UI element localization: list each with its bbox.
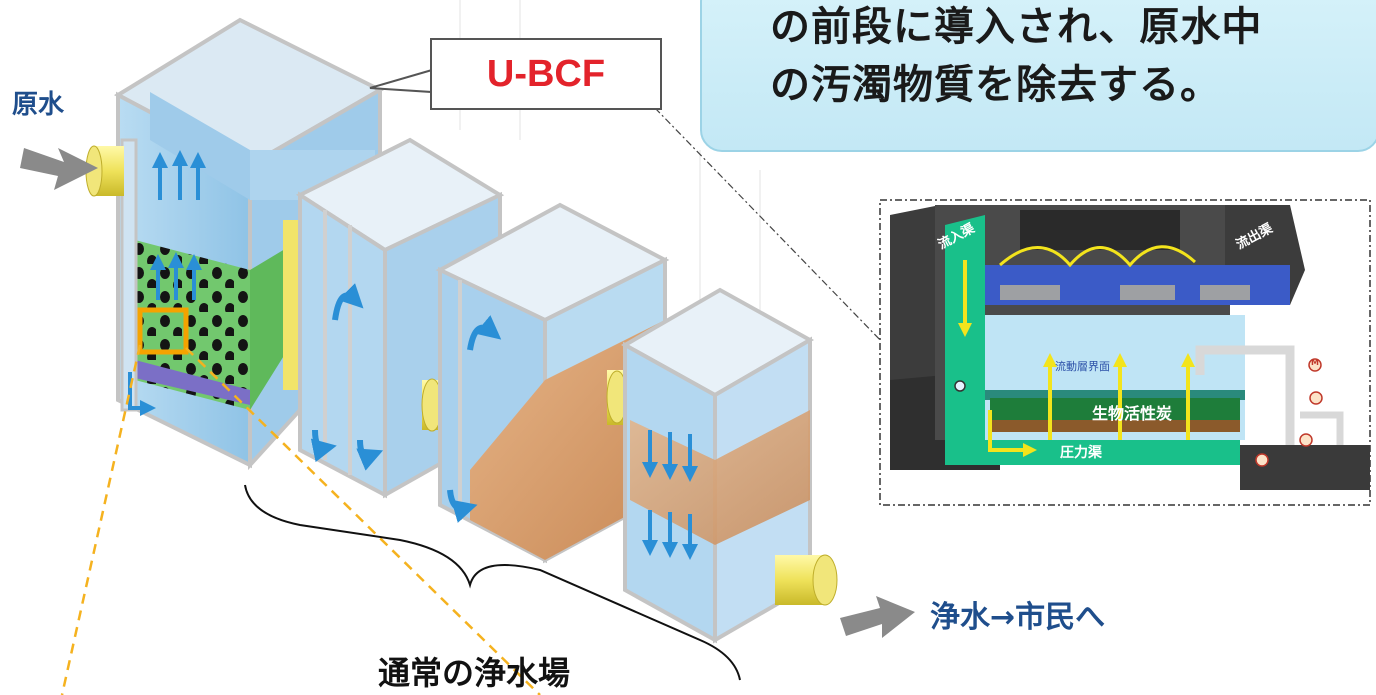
callout-line-1: の前段に導入され、原水中 [770, 4, 1263, 50]
raw-water-label: 原水 [12, 90, 65, 120]
normal-plant-brace [244, 484, 741, 681]
valve-marker-label: M [1311, 358, 1319, 367]
ubcf-pointer [369, 68, 433, 94]
bio-activated-carbon-label: 生物活性炭 [1092, 404, 1173, 423]
outlet-pipe [775, 554, 838, 606]
inlet-pipe [85, 145, 124, 197]
inset-leader-line [654, 107, 886, 346]
description-callout [700, 0, 1376, 152]
clean-water-label: 浄水→市民へ [930, 600, 1106, 635]
ubcf-label-box: U-BCF [430, 38, 662, 110]
inflow-arrow [20, 148, 98, 190]
normal-plant-label: 通常の浄水場 [378, 654, 571, 692]
callout-line-2: の汚濁物質を除去する。 [770, 62, 1221, 108]
fluidized-interface-label: 流動層界面 [1055, 360, 1110, 373]
ubcf-label: U-BCF [486, 52, 606, 95]
outflow-arrow [840, 596, 915, 638]
inset-detail [879, 199, 1371, 506]
ubcf-tank [113, 17, 385, 471]
pressure-channel-label: 圧力渠 [1060, 445, 1102, 461]
zoom-lines [60, 344, 541, 695]
